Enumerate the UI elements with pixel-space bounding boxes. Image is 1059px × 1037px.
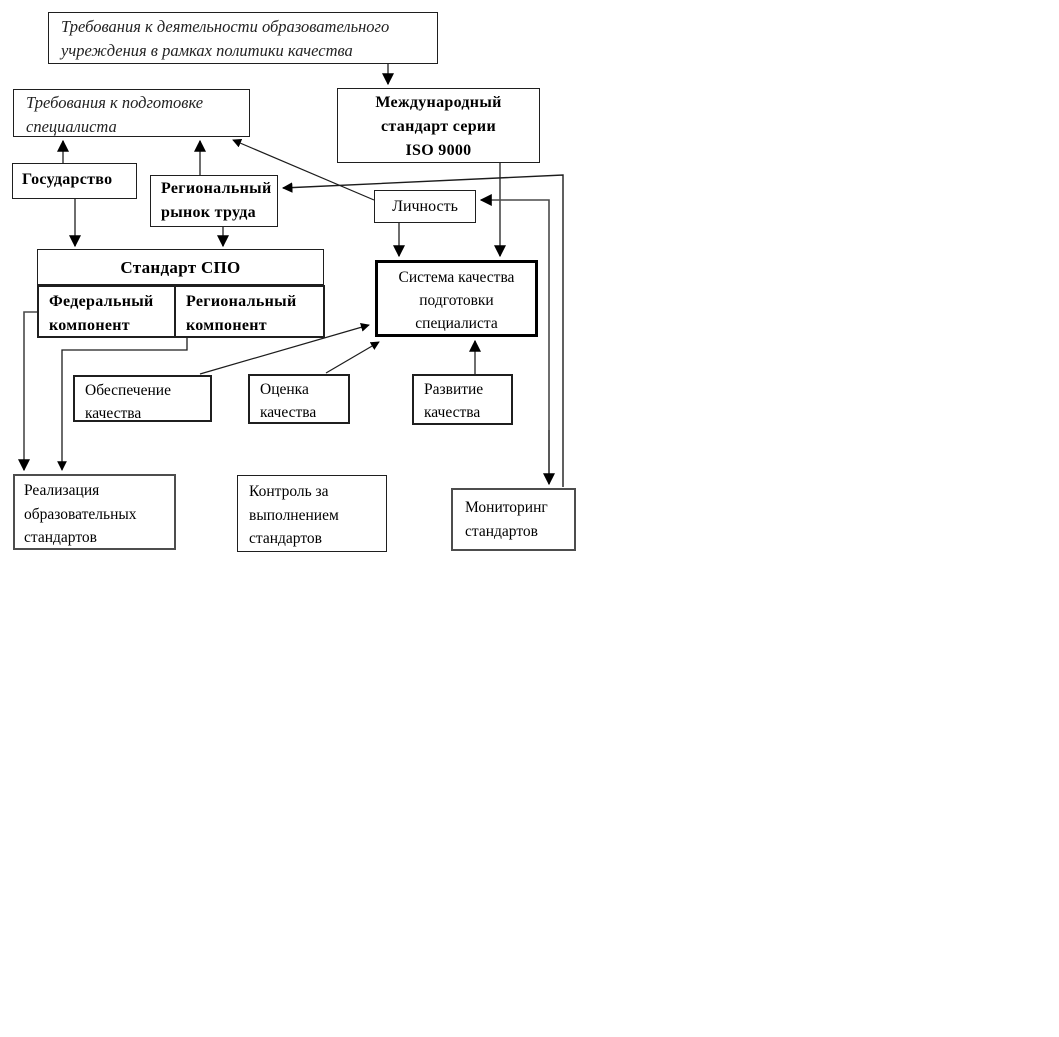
node-regional-component: Региональный компонент [176,287,323,336]
node-state-label: Государство [22,171,113,188]
node-state: Государство [12,163,137,199]
edge-evaluation-qualitysystem [325,341,380,374]
node-quality-development-label: Развитие качества [424,381,484,421]
node-req-specialist-label: Требования к подготовке специалиста [26,93,204,136]
node-quality-development: Развитие качества [412,374,513,425]
node-spo-standard-label: Стандарт СПО [120,258,241,277]
edge-assurance-qualitysystem [199,322,370,375]
node-person-label: Личность [392,198,458,215]
node-spo-components: Федеральный компонент Региональный компо… [37,285,325,338]
edge-person-reqspecialist [232,139,375,201]
node-federal-component: Федеральный компонент [39,287,176,336]
node-quality-assurance: Обеспечение качества [73,375,212,422]
node-regional-market-label: Региональный рынок труда [161,180,272,221]
node-iso-9000-label: Международный стандарт серии ISO 9000 [375,94,502,159]
node-spo-standard: Стандарт СПО [37,249,324,285]
node-regional-component-label: Региональный компонент [186,293,297,334]
edge-fedcomponent-implementation [18,311,37,472]
node-req-specialist: Требования к подготовке специалиста [13,89,250,137]
node-federal-component-label: Федеральный компонент [49,293,154,334]
node-quality-system-label: Система качества подготовки специалиста [398,269,515,332]
node-implementation-label: Реализация образовательных стандартов [24,482,137,546]
node-req-activity: Требования к деятельности образовательно… [48,12,438,64]
node-monitoring: Мониторинг стандартов [451,488,576,551]
edge-monitoring-person [479,194,550,478]
node-quality-evaluation: Оценка качества [248,374,350,424]
node-person: Личность [374,190,476,223]
node-quality-assurance-label: Обеспечение качества [85,382,171,422]
node-regional-market: Региональный рынок труда [150,175,278,227]
node-monitoring-label: Мониторинг стандартов [465,499,548,540]
node-quality-system: Система качества подготовки специалиста [375,260,538,337]
node-control-label: Контроль за выполнением стандартов [249,483,339,547]
edge-regcomponent-implementation [57,338,188,471]
node-implementation: Реализация образовательных стандартов [13,474,176,550]
node-iso-9000: Международный стандарт серии ISO 9000 [337,88,540,163]
node-req-activity-label: Требования к деятельности образовательно… [61,17,390,60]
node-quality-evaluation-label: Оценка качества [260,381,317,421]
node-control: Контроль за выполнением стандартов [237,475,387,552]
edge-monitoring-market [281,174,564,487]
